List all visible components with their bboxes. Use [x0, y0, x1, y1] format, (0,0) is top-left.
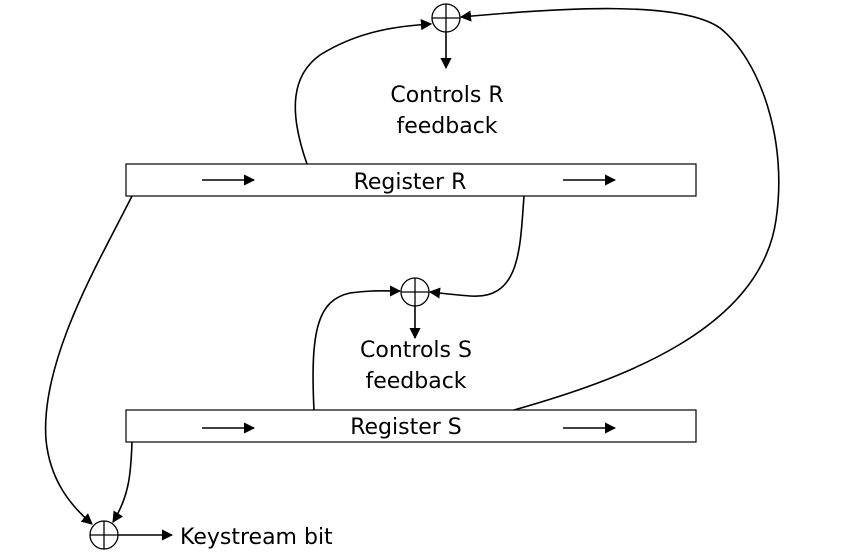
- register-s-box: [125, 409, 697, 443]
- r-to-output-curve: [44, 195, 133, 525]
- xor-s-caption-line1: Controls S: [360, 338, 472, 363]
- s-to-xor-s-curve: [312, 285, 402, 411]
- register-r: Register R: [125, 163, 697, 197]
- r-to-xor-r-curve: [294, 19, 433, 165]
- r-to-xor-s-curve: [428, 195, 525, 299]
- xor-r-caption-line2: feedback: [396, 114, 497, 139]
- keystream-label: Keystream bit: [180, 525, 333, 550]
- s-to-output-curve: [112, 441, 133, 523]
- s-to-xor-r-curve: [459, 7, 780, 411]
- register-s-label: Register S: [350, 415, 462, 440]
- register-s: Register S: [125, 409, 697, 443]
- register-r-label: Register R: [354, 170, 467, 195]
- xor-output: Keystream bit: [89, 520, 333, 550]
- xor-s-caption-line2: feedback: [365, 369, 466, 394]
- xor-r: Controls R feedback: [390, 3, 504, 139]
- xor-r-caption-line1: Controls R: [390, 83, 503, 108]
- xor-s: Controls S feedback: [360, 277, 472, 394]
